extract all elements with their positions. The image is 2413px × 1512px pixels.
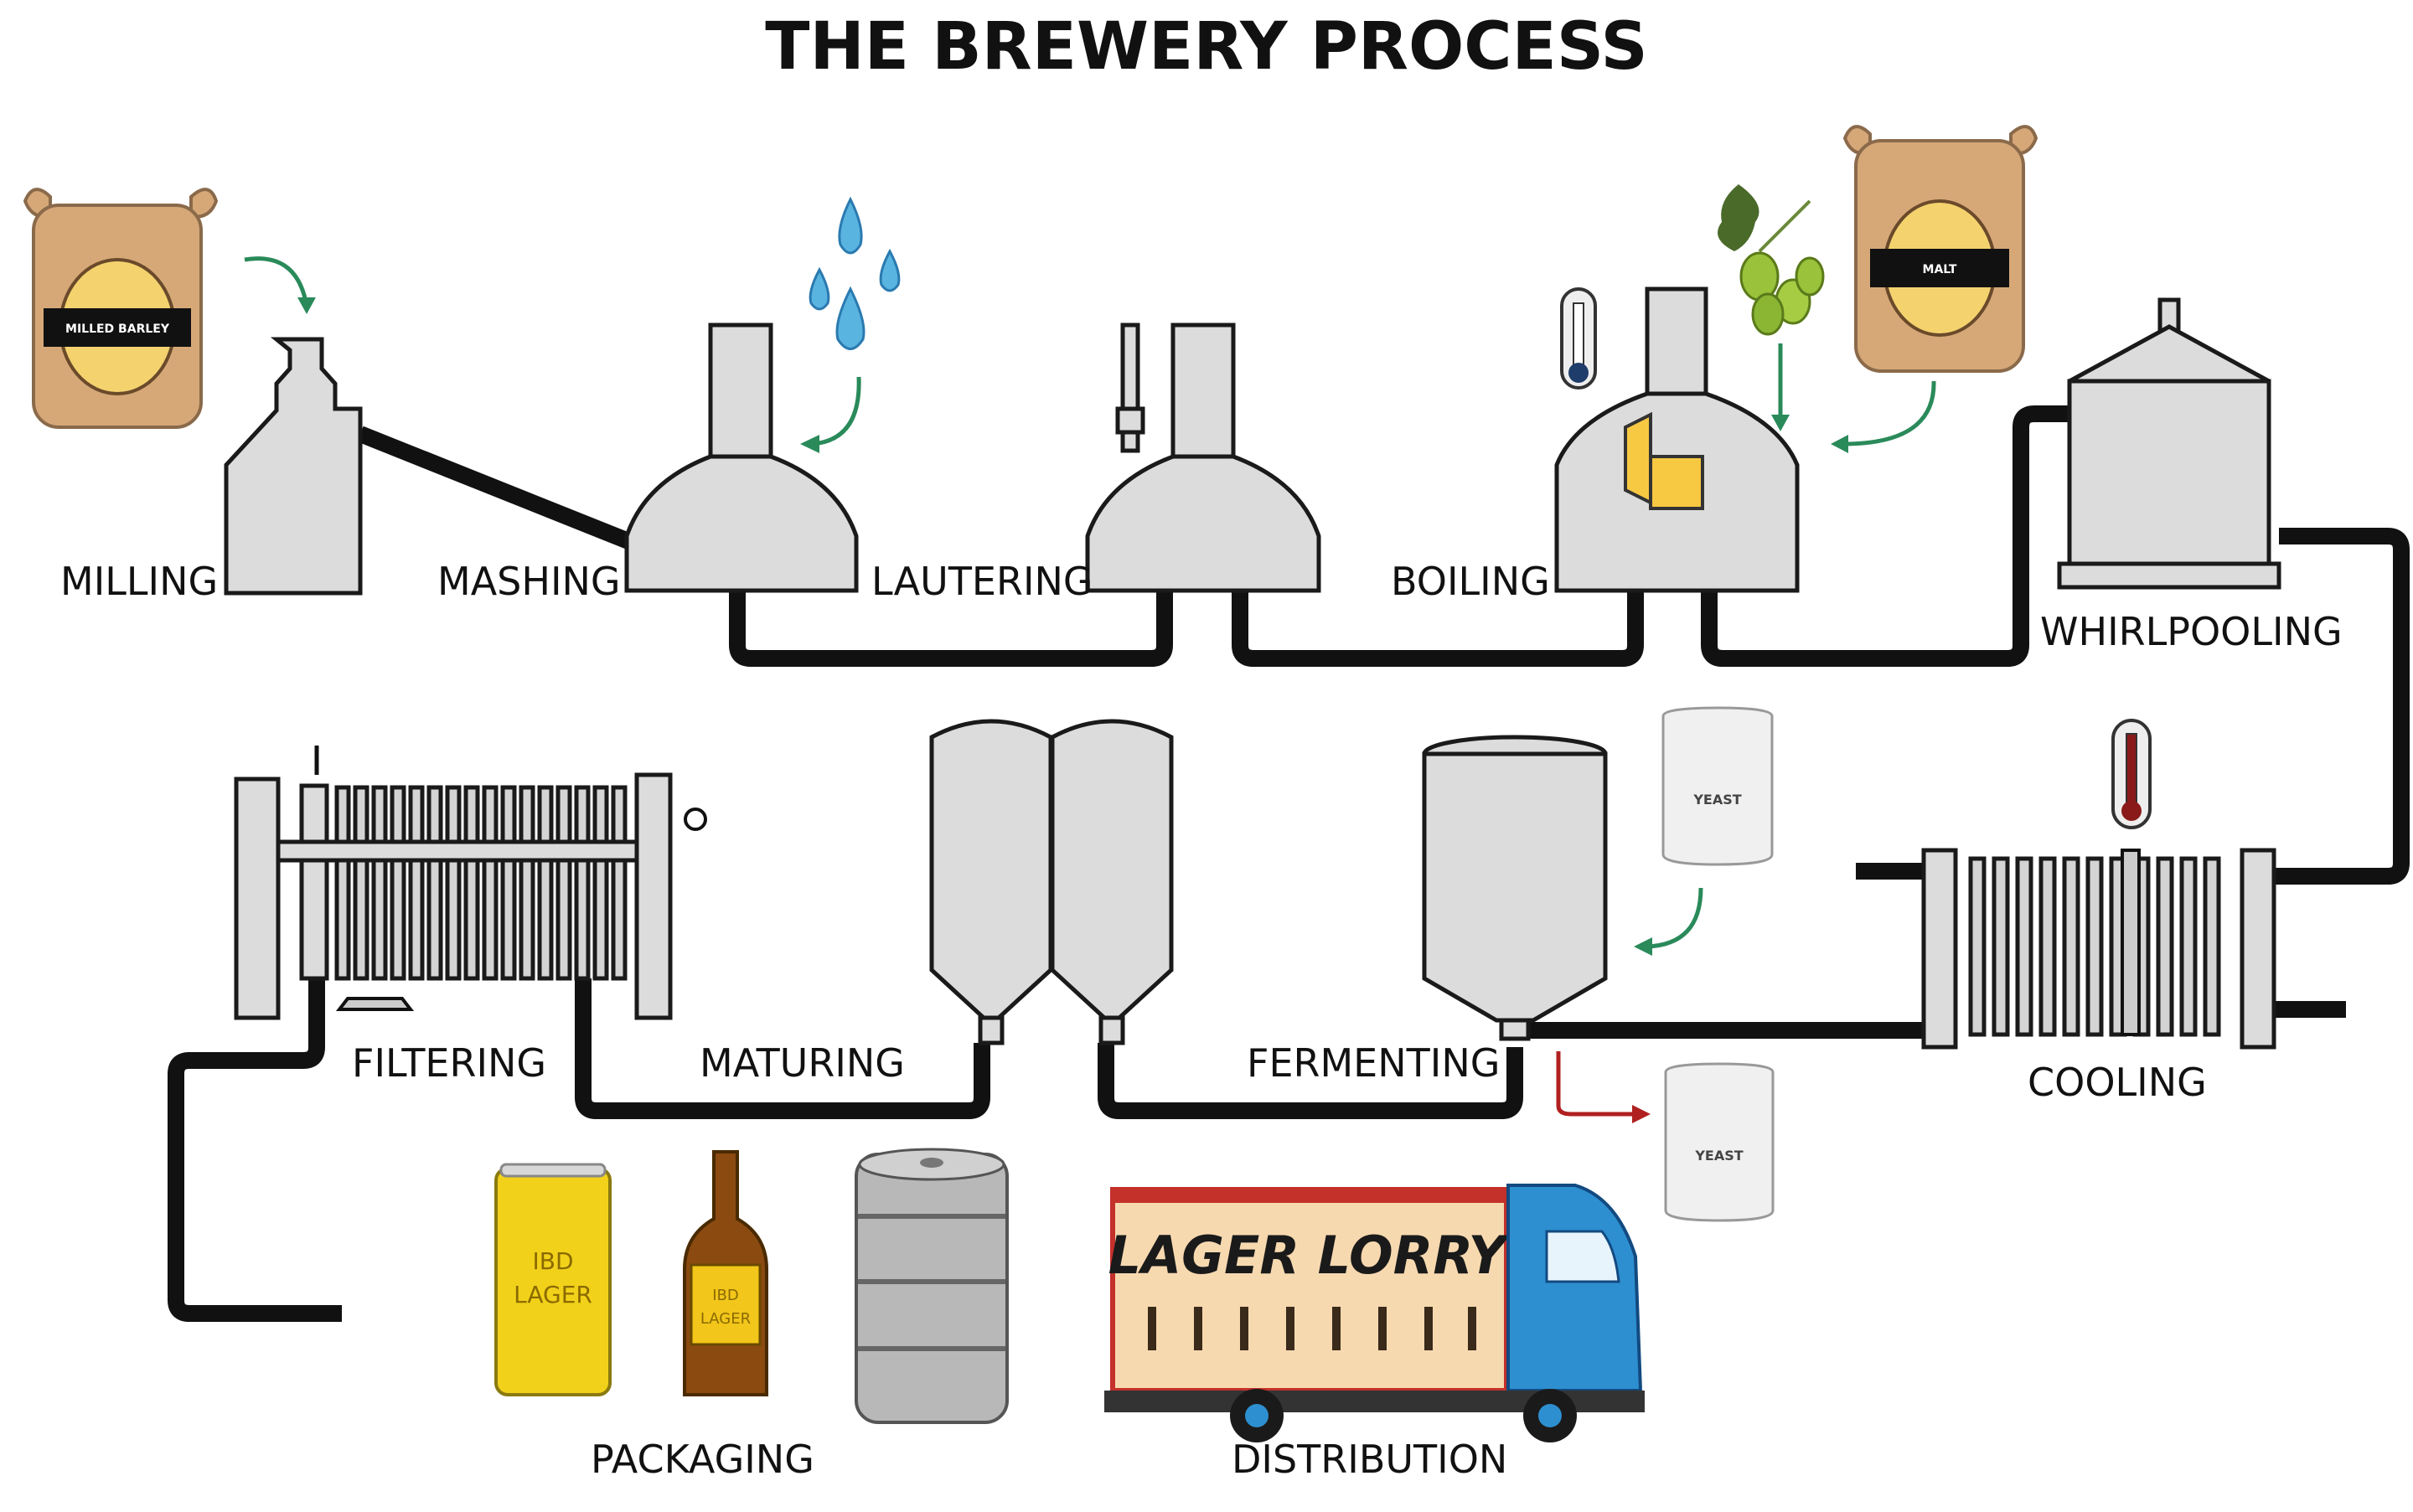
thermometer-icon-cooling xyxy=(2111,719,2152,829)
stage-label-boiling: BOILING xyxy=(1391,559,1550,604)
stage-label-whirlpooling: WHIRLPOOLING xyxy=(2040,609,2343,654)
fermenting-tank xyxy=(1422,735,1608,1041)
stage-label-milling: MILLING xyxy=(60,559,218,604)
water-input-arrow xyxy=(812,376,861,446)
pipe-whirlpool-cooling xyxy=(2271,528,2410,885)
bottle-icon: IBD LAGER xyxy=(683,1150,768,1396)
stage-label-packaging: PACKAGING xyxy=(591,1437,814,1482)
maturing-tanks xyxy=(929,719,1174,1045)
pipe-fermenting-maturing xyxy=(1098,1043,1523,1119)
water-drops-icon xyxy=(809,196,901,350)
boil-kettle xyxy=(1554,286,1800,593)
yeast-input-arrow xyxy=(1646,887,1703,949)
filter-press xyxy=(234,746,707,1020)
can-text-brand: IBD xyxy=(532,1247,573,1275)
svg-text:YEAST: YEAST xyxy=(1694,1148,1743,1164)
stage-label-lautering: LAUTERING xyxy=(871,559,1093,604)
can-text-type: LAGER xyxy=(514,1281,592,1308)
pipe-maturing-filtering xyxy=(575,978,990,1119)
mill-machine xyxy=(224,337,363,596)
stage-label-distribution: DISTRIBUTION xyxy=(1232,1437,1507,1482)
pipe-filtering-packaging xyxy=(168,978,342,1322)
pipe-lautering-boiling xyxy=(1232,586,1644,667)
stage-label-filtering: FILTERING xyxy=(352,1040,546,1086)
mash-tun xyxy=(624,323,859,593)
yeast-container-icon-output: YEAST xyxy=(1664,1062,1775,1222)
malt-sack-icon-boiling: MALT xyxy=(1842,125,2038,373)
stage-label-mashing: MASHING xyxy=(437,559,621,604)
svg-text:MALT: MALT xyxy=(1923,263,1957,276)
lauter-tun xyxy=(1085,323,1321,593)
thermometer-icon xyxy=(1560,287,1597,390)
svg-text:YEAST: YEAST xyxy=(1692,792,1741,808)
pipe-boiling-whirlpool xyxy=(1701,405,2081,667)
malt-input-arrow xyxy=(244,256,308,302)
svg-text:IBD: IBD xyxy=(712,1287,739,1304)
pipe-mashing-lautering xyxy=(729,586,1173,667)
malt-sack-icon: MILLED BARLEY xyxy=(23,188,219,429)
can-icon: IBD LAGER xyxy=(494,1163,612,1396)
keg-icon xyxy=(855,1148,1009,1424)
pipe-milling-mashing xyxy=(357,426,640,553)
svg-text:MILLED BARLEY: MILLED BARLEY xyxy=(65,323,170,336)
stage-label-fermenting: FERMENTING xyxy=(1247,1040,1500,1086)
stage-label-maturing: MATURING xyxy=(700,1040,905,1086)
lorry-label: LAGER LORRY xyxy=(1108,1225,1511,1286)
diagram-title: THE BREWERY PROCESS xyxy=(765,9,1647,85)
svg-text:LAGER: LAGER xyxy=(700,1310,751,1328)
whirlpool-tank xyxy=(2057,297,2281,590)
yeast-container-icon: YEAST xyxy=(1661,706,1774,866)
stage-label-cooling: COOLING xyxy=(2028,1060,2207,1105)
hops-icon xyxy=(1718,184,1825,336)
pipes xyxy=(168,405,2410,1322)
yeast-output-arrow xyxy=(1556,1051,1634,1117)
heat-exchanger xyxy=(1921,848,2276,1050)
malt-input-arrow-boiling xyxy=(1842,380,1936,446)
lorry-icon: LAGER LORRY xyxy=(1104,1184,1645,1442)
